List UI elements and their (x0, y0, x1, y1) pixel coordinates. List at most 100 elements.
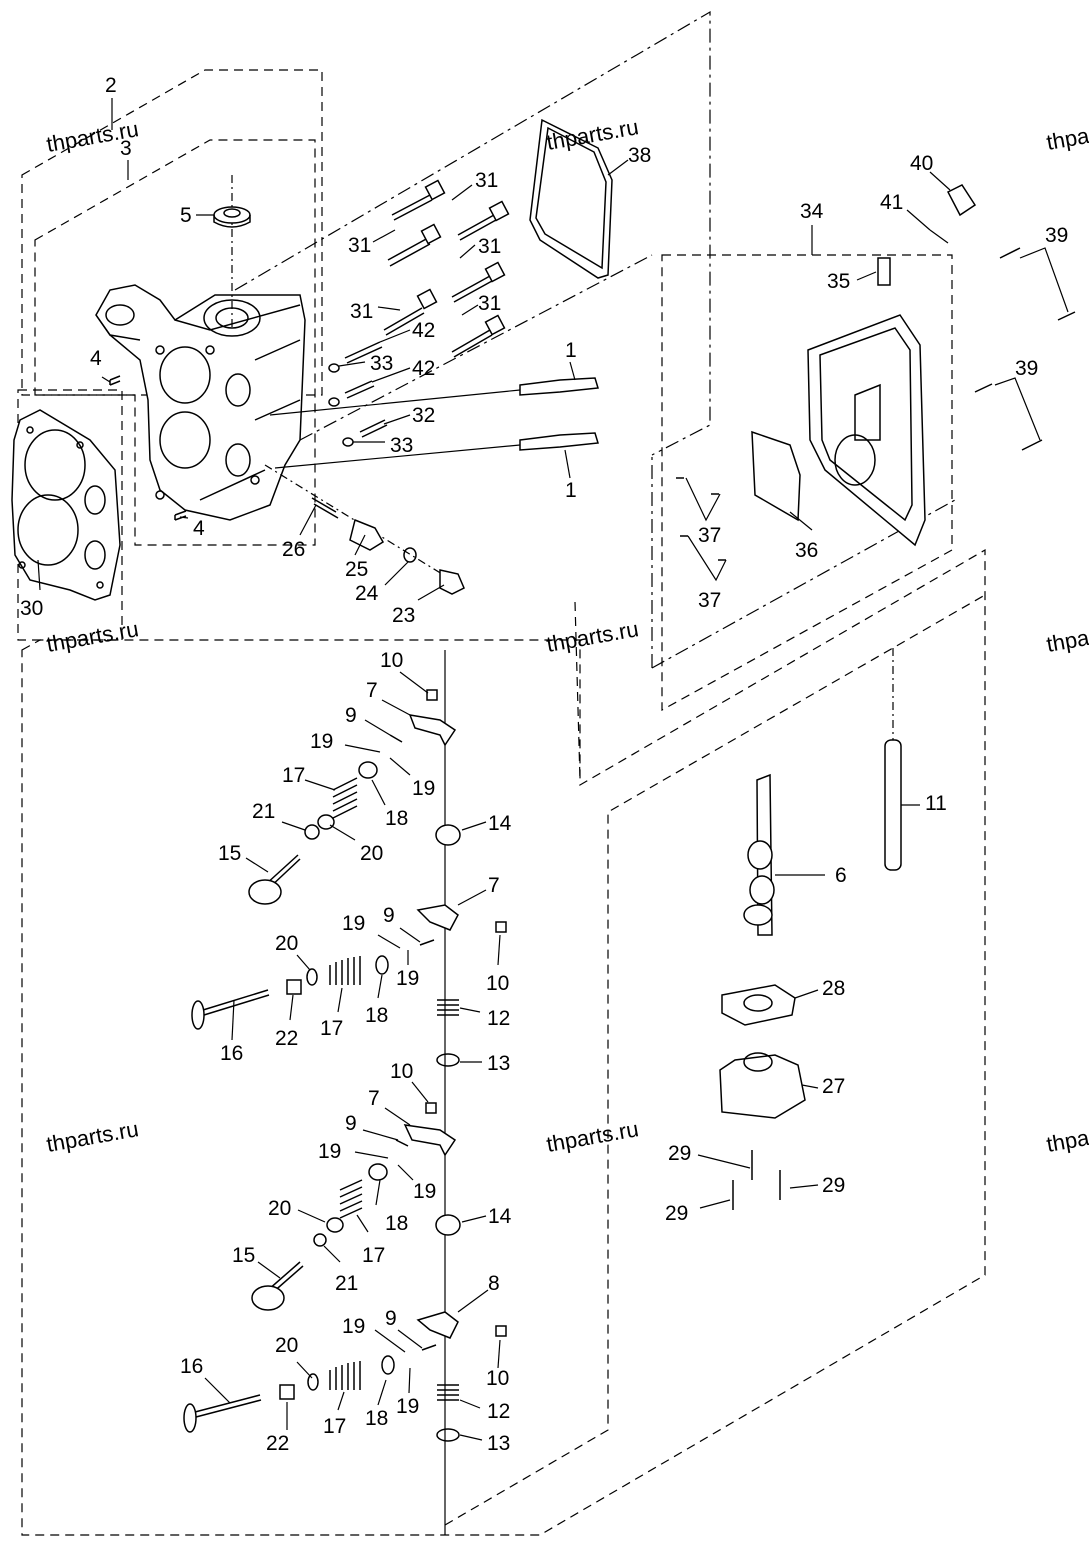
part-label-32: 32 (412, 404, 435, 427)
part-label-18: 18 (385, 807, 408, 830)
part-label-9: 9 (345, 704, 357, 727)
part-label-2: 2 (105, 74, 117, 97)
part-label-19: 19 (412, 777, 435, 800)
part-label-25: 25 (345, 558, 368, 581)
oil-pump (719, 984, 806, 1210)
part-label-9: 9 (385, 1307, 397, 1330)
cylinder-head (95, 284, 306, 521)
head-bolts (383, 179, 510, 358)
part-label-29: 29 (822, 1174, 845, 1197)
part-label-19: 19 (310, 730, 333, 753)
part-label-18: 18 (365, 1004, 388, 1027)
part-labels: 2 3 5 4 4 1 1 31 31 31 31 31 42 33 42 32… (20, 74, 1068, 1455)
watermark-text: thparts.ru (45, 1116, 141, 1157)
head-cover (676, 184, 1076, 561)
part-label-19: 19 (413, 1180, 436, 1203)
part-label-14: 14 (488, 1205, 512, 1228)
part-label-17: 17 (362, 1244, 385, 1267)
part-label-4: 4 (90, 347, 102, 370)
part-label-9: 9 (345, 1112, 357, 1135)
part-label-33: 33 (390, 434, 413, 457)
watermarks: thparts.ru thparts.ru thparts.ru thparts… (45, 114, 1089, 1157)
part-label-19: 19 (396, 967, 419, 990)
part-label-5: 5 (180, 204, 192, 227)
part-label-39: 39 (1045, 224, 1068, 247)
part-label-23: 23 (392, 604, 415, 627)
part-label-18: 18 (365, 1407, 388, 1430)
part-label-12: 12 (487, 1400, 510, 1423)
part-label-41: 41 (880, 191, 903, 214)
part-label-27: 27 (822, 1075, 845, 1098)
cover-gasket (529, 118, 613, 279)
part-label-20: 20 (275, 932, 298, 955)
dowel-pin (174, 510, 187, 521)
head-gasket (11, 409, 121, 601)
camshaft (743, 773, 775, 936)
part-label-10: 10 (390, 1060, 413, 1083)
part-label-10: 10 (380, 649, 403, 672)
part-label-34: 34 (800, 200, 824, 223)
spark-plugs (269, 377, 599, 469)
oil-seal (213, 175, 251, 330)
part-label-31: 31 (478, 292, 501, 315)
part-label-10: 10 (486, 972, 509, 995)
part-label-30: 30 (20, 597, 43, 620)
part-label-31: 31 (348, 234, 371, 257)
part-label-7: 7 (366, 679, 378, 702)
part-label-19: 19 (342, 1315, 365, 1338)
part-label-13: 13 (487, 1052, 510, 1075)
thermostat-parts (264, 464, 465, 595)
part-label-31: 31 (478, 235, 501, 258)
part-label-39: 39 (1015, 357, 1038, 380)
part-label-24: 24 (355, 582, 379, 605)
part-label-17: 17 (323, 1415, 346, 1438)
part-label-17: 17 (320, 1017, 343, 1040)
part-label-7: 7 (488, 874, 500, 897)
part-label-14: 14 (488, 812, 512, 835)
part-label-40: 40 (910, 152, 933, 175)
dowel-pin (109, 375, 121, 386)
part-label-22: 22 (266, 1432, 289, 1455)
group-outlines (17, 10, 986, 1536)
part-label-4: 4 (193, 517, 205, 540)
part-label-19: 19 (342, 912, 365, 935)
pushrod (884, 648, 902, 871)
studs-washers (328, 341, 388, 447)
part-label-29: 29 (668, 1142, 691, 1165)
part-label-3: 3 (120, 137, 132, 160)
part-label-15: 15 (232, 1244, 255, 1267)
part-label-9: 9 (383, 904, 395, 927)
part-label-22: 22 (275, 1027, 298, 1050)
part-label-29: 29 (665, 1202, 688, 1225)
part-label-26: 26 (282, 538, 305, 561)
part-label-31: 31 (350, 300, 373, 323)
part-label-42: 42 (412, 357, 435, 380)
part-label-15: 15 (218, 842, 241, 865)
part-label-21: 21 (252, 800, 275, 823)
watermark-text: thparts.ru (545, 1116, 641, 1157)
part-label-18: 18 (385, 1212, 408, 1235)
watermark-text: thparts.ru (45, 616, 141, 657)
part-label-20: 20 (268, 1197, 291, 1220)
part-label-11: 11 (925, 792, 947, 815)
part-label-33: 33 (370, 352, 393, 375)
part-label-17: 17 (282, 764, 305, 787)
part-label-16: 16 (180, 1355, 203, 1378)
part-label-21: 21 (335, 1272, 358, 1295)
part-label-31: 31 (475, 169, 498, 192)
part-label-37: 37 (698, 524, 721, 547)
part-label-16: 16 (220, 1042, 243, 1065)
part-label-37: 37 (698, 589, 721, 612)
part-label-1: 1 (565, 339, 577, 362)
watermark-text: thparts.ru (1045, 616, 1089, 657)
watermark-text: thparts.ru (1045, 114, 1089, 155)
part-label-28: 28 (822, 977, 845, 1000)
part-label-7: 7 (368, 1087, 380, 1110)
part-label-6: 6 (835, 864, 847, 887)
part-label-20: 20 (275, 1334, 298, 1357)
part-label-36: 36 (795, 539, 818, 562)
part-label-19: 19 (396, 1395, 419, 1418)
part-label-1: 1 (565, 479, 577, 502)
part-label-38: 38 (628, 144, 651, 167)
